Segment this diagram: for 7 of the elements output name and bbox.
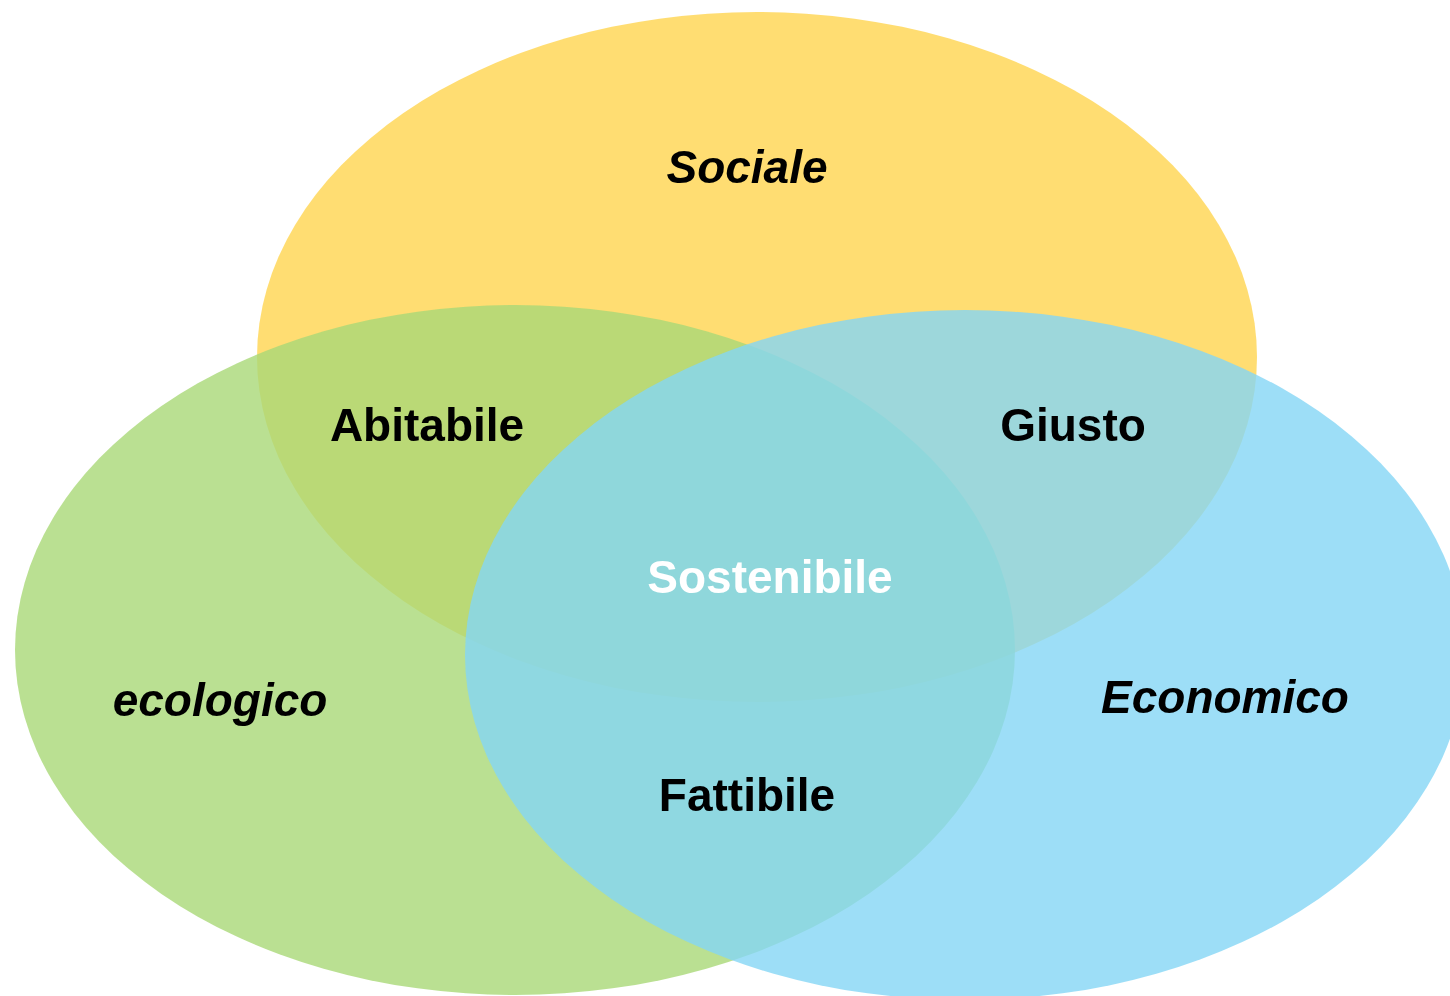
overlap-label: Giusto [1000, 398, 1146, 452]
set-label: Economico [1101, 670, 1349, 724]
overlap-label: Fattibile [658, 768, 836, 822]
overlap-label: Abitabile [329, 398, 525, 452]
overlap-label: Sostenibile [647, 550, 893, 604]
set-label: ecologico [112, 673, 328, 727]
set-label: Sociale [666, 140, 828, 194]
